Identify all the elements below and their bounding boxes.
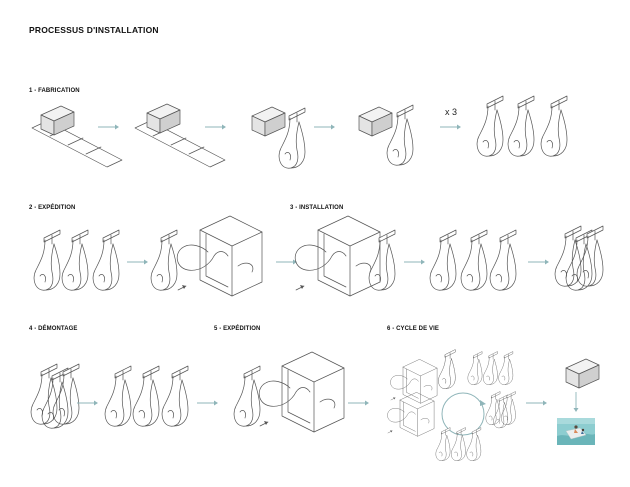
installed-pouch-1 bbox=[429, 229, 457, 291]
shipped-pouch-1 bbox=[33, 229, 61, 291]
flow-arrow-1 bbox=[97, 124, 120, 130]
lifecycle-pouches-right-b bbox=[485, 391, 516, 429]
expedition-installation-sequence bbox=[33, 215, 604, 297]
step-label-expedition: 2 - EXPÉDITION bbox=[29, 205, 76, 211]
step-label-cycle-de-vie: 6 - CYCLE DE VIE bbox=[387, 326, 439, 332]
fabrication-sequence bbox=[31, 95, 568, 169]
returned-pouch-2 bbox=[132, 365, 160, 427]
returned-pouch-3 bbox=[161, 365, 189, 427]
returned-pouch-1 bbox=[104, 365, 132, 427]
lifecycle-install-top bbox=[390, 359, 438, 404]
pouch-batch-2 bbox=[507, 95, 535, 157]
flow-arrow-9 bbox=[76, 400, 99, 406]
flow-arrow-6 bbox=[275, 259, 298, 265]
installed-pouch bbox=[368, 229, 396, 291]
lifecycle-loop bbox=[441, 392, 485, 436]
reuse-photo bbox=[557, 418, 595, 445]
removed-pouch-3 bbox=[52, 363, 80, 425]
flow-arrow-2 bbox=[204, 124, 227, 130]
pouch-batch-3 bbox=[540, 95, 568, 157]
installed-pouch-3 bbox=[489, 229, 517, 291]
pouch-to-install bbox=[150, 229, 178, 291]
felt-block-2 bbox=[146, 103, 181, 134]
demontage-lifecycle-sequence bbox=[30, 349, 600, 461]
return-pouch bbox=[233, 365, 261, 427]
flow-arrow-11 bbox=[347, 400, 370, 406]
recycle-arrowhead bbox=[573, 408, 579, 412]
return-installation-view bbox=[258, 351, 345, 433]
installation-view-b bbox=[294, 215, 381, 297]
multiplier-label: x 3 bbox=[445, 107, 458, 117]
felt-block-3 bbox=[251, 106, 286, 137]
flow-arrow-4 bbox=[439, 124, 462, 130]
lifecycle-loop-arrowhead bbox=[480, 400, 486, 406]
installation-view-a bbox=[176, 215, 263, 297]
flow-arrow-8 bbox=[527, 259, 550, 265]
lifecycle-pouches-right-a bbox=[467, 351, 514, 385]
flow-arrow-3 bbox=[313, 124, 336, 130]
page-title: PROCESSUS D'INSTALLATION bbox=[29, 25, 159, 35]
lifecycle-pouch-top bbox=[438, 349, 456, 389]
pouch-batch-1 bbox=[476, 95, 504, 157]
step-label-demontage: 4 - DÉMONTAGE bbox=[29, 326, 78, 332]
stacked-pouch-3 bbox=[576, 225, 604, 287]
installed-pouch-2 bbox=[460, 229, 488, 291]
step-label-installation: 3 - INSTALLATION bbox=[290, 205, 344, 211]
lifecycle-pouches-bottom bbox=[435, 427, 482, 461]
flow-arrow-10 bbox=[196, 400, 219, 406]
felt-block-1 bbox=[40, 105, 75, 136]
step-label-expedition-return: 5 - EXPÉDITION bbox=[214, 326, 261, 332]
step-label-fabrication: 1 - FABRICATION bbox=[29, 88, 80, 94]
shipped-pouch-3 bbox=[92, 229, 120, 291]
felt-block-4 bbox=[358, 106, 393, 137]
flow-arrow-5 bbox=[126, 259, 149, 265]
flow-arrow-7 bbox=[403, 259, 426, 265]
shipped-pouch-2 bbox=[61, 229, 89, 291]
recycled-felt-block bbox=[565, 358, 600, 389]
flow-arrow-12 bbox=[525, 400, 548, 406]
